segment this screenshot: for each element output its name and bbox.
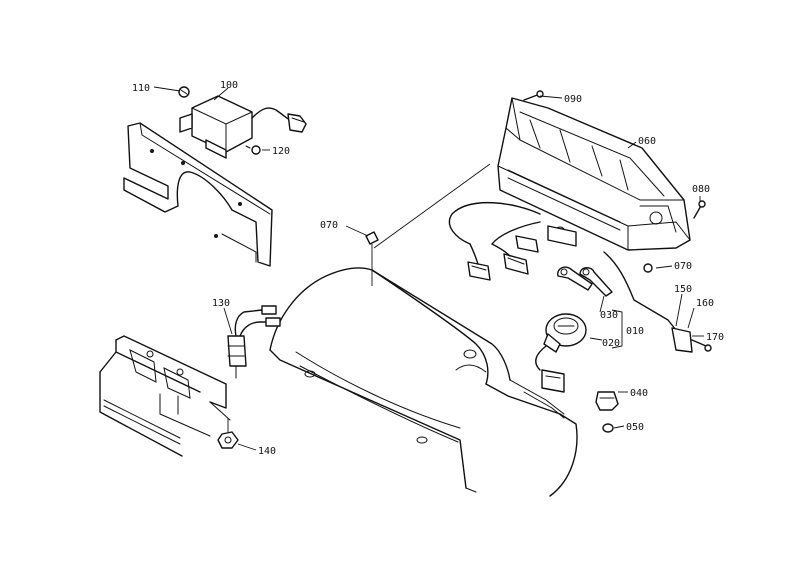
- leader-lines: [153, 86, 704, 451]
- callout-140: 140: [258, 446, 276, 457]
- callout-070-left: 070: [320, 220, 338, 231]
- screw-080: [693, 200, 706, 219]
- callout-050: 050: [626, 422, 644, 433]
- clip-070-left: [365, 231, 379, 245]
- callout-170: 170: [706, 332, 724, 343]
- callout-030: 030: [600, 310, 618, 321]
- keys-030: [557, 266, 613, 297]
- screw-110: [178, 86, 190, 98]
- lower-dash-panel: [99, 335, 231, 457]
- screw-120: [245, 145, 261, 155]
- callout-070-right: 070: [674, 261, 692, 272]
- callout-120: 120: [272, 146, 290, 157]
- relay-box-100: [179, 95, 307, 159]
- dashboard-cover: [269, 267, 578, 497]
- clip-070-right: [643, 263, 653, 273]
- ignition-switch-020: [535, 313, 587, 393]
- callout-080: 080: [692, 184, 710, 195]
- callout-110: 110: [132, 83, 150, 94]
- wiring-harness: [448, 202, 712, 353]
- callout-130: 130: [212, 298, 230, 309]
- mounting-bracket: [123, 122, 273, 267]
- screw-090: [523, 90, 544, 101]
- switch-130: [227, 305, 281, 379]
- callout-labels: 110 100 120 090 060 080 070 070 130 150 …: [132, 80, 724, 457]
- sensor-040: [595, 391, 619, 411]
- nut-140: [217, 431, 239, 449]
- callout-090: 090: [564, 94, 582, 105]
- callout-040: 040: [630, 388, 648, 399]
- callout-160: 160: [696, 298, 714, 309]
- callout-060: 060: [638, 136, 656, 147]
- callout-010: 010: [626, 326, 644, 337]
- grommet-050: [602, 423, 614, 433]
- callout-150: 150: [674, 284, 692, 295]
- instrument-cluster-housing: [497, 97, 691, 251]
- callout-100: 100: [220, 80, 238, 91]
- callout-020: 020: [602, 338, 620, 349]
